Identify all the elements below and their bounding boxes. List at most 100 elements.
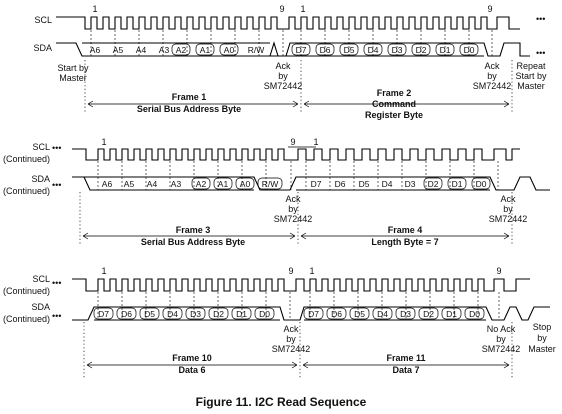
bit-cell: D5	[354, 309, 365, 319]
bit-cell-box	[395, 307, 416, 320]
frame-arrow-3	[82, 232, 296, 240]
bit-cell-box	[471, 177, 491, 190]
bit-cell-box	[423, 177, 443, 190]
scl-waveform	[56, 16, 520, 30]
frame-11-title: Frame 11	[386, 353, 425, 363]
bit-cell: A1	[200, 45, 211, 55]
clock-number-1-second: 1	[309, 266, 314, 276]
clock-number-9: 9	[288, 266, 293, 276]
note-ack1-line3: SM72442	[274, 214, 313, 224]
bit-cell: A2	[196, 179, 207, 189]
bit-cell: D3	[405, 179, 416, 189]
frame-3-title: Frame 3	[176, 225, 211, 235]
frame-guide	[84, 60, 513, 112]
bit-cell: D4	[377, 309, 388, 319]
bit-cell-box	[185, 307, 206, 320]
bit-cell: D6	[335, 179, 346, 189]
bit-cell: D5	[359, 179, 370, 189]
note-ack1-line3: SM72442	[272, 344, 311, 354]
bit-cell-box	[171, 43, 191, 56]
bit-cell: A6	[102, 179, 113, 189]
bit-cell: A0	[224, 45, 235, 55]
note-ack1-line2: by	[288, 204, 298, 214]
bit-cell-box	[219, 43, 239, 56]
bit-cell: A4	[136, 45, 147, 55]
bit-cell: A1	[218, 179, 229, 189]
bit-cell: A4	[147, 179, 158, 189]
bit-cell: R/W	[248, 45, 265, 55]
scl-ellipsis: •••	[52, 278, 61, 288]
bit-cell-box	[257, 177, 283, 190]
note-ack2-line2: by	[503, 204, 513, 214]
panel-1: SCL SDA 1 9 1 9 ••• ••• A6 A5 A4 A3 A2 A…	[33, 4, 547, 120]
bit-cell-box	[447, 177, 467, 190]
note-noack-line3: SM72442	[482, 344, 521, 354]
bit-cell-box	[372, 307, 393, 320]
panel-2: SCL (Continued) SDA (Continued) ••• ••• …	[3, 137, 550, 247]
frame-3-subtitle: Serial Bus Address Byte	[141, 237, 245, 247]
scl-ellipsis: •••	[52, 143, 61, 153]
sda-ellipsis: •••	[52, 180, 61, 190]
bit-cell-box	[195, 43, 215, 56]
clock-number-9: 9	[279, 4, 284, 14]
frame-arrow-1	[87, 100, 299, 108]
note-start-line2: Master	[59, 73, 87, 83]
frame-2-title: Frame 2	[377, 88, 412, 98]
frame-4-title: Frame 4	[388, 225, 423, 235]
scl-continued: (Continued)	[3, 286, 50, 296]
note-repeat-line1: Repeat	[516, 61, 546, 71]
bit-cell: D1	[446, 309, 457, 319]
bit-cell: D2	[428, 179, 439, 189]
bit-cell: D0	[476, 179, 487, 189]
sda-label: SDA	[31, 302, 50, 312]
bit-cell: A5	[124, 179, 135, 189]
clock-guides	[90, 30, 493, 56]
frame-arrow-2	[303, 100, 510, 108]
note-noack-line1: No Ack	[487, 324, 516, 334]
bit-cell: D0	[469, 309, 480, 319]
bit-cell: D7	[98, 309, 109, 319]
bit-cell: D1	[452, 179, 463, 189]
sda-byte-a: A6 A5 A4 A3 A2 A1 A0 R/W	[90, 43, 265, 56]
bit-cell-box	[162, 307, 183, 320]
bit-cell: A5	[113, 45, 124, 55]
bit-cell-box	[303, 307, 324, 320]
bit-cell-box	[191, 177, 211, 190]
scl-label: SCL	[32, 142, 50, 152]
note-noack-line2: by	[496, 334, 506, 344]
clock-number-9: 9	[290, 137, 295, 147]
note-ack2-line3: SM72442	[489, 214, 528, 224]
frame-10-subtitle: Data 6	[178, 365, 205, 375]
sda-byte-b: D7 D6 D5 D4 D3 D2 D1 D0	[311, 177, 491, 190]
clock-number-1: 1	[101, 137, 106, 147]
clock-number-1: 1	[101, 266, 106, 276]
bit-cell: D0	[259, 309, 270, 319]
note-ack1-line1: Ack	[283, 324, 299, 334]
frame-arrow-11	[302, 361, 510, 369]
frame-1-subtitle: Serial Bus Address Byte	[137, 104, 241, 114]
bit-cell: D3	[190, 309, 201, 319]
frame-arrow-10	[86, 361, 298, 369]
note-start-line1: Start by	[57, 63, 89, 73]
sda-continued: (Continued)	[3, 314, 50, 324]
sda-ellipsis: •••	[536, 48, 545, 58]
frame-2-line3: Register Byte	[365, 110, 423, 120]
bit-cell-box	[93, 307, 114, 320]
bit-cell-box	[326, 307, 347, 320]
sda-byte-a: A6 A5 A4 A3 A2 A1 A0 R/W	[102, 177, 283, 190]
bit-cell-box	[208, 307, 229, 320]
note-repeat-line2: Start by	[515, 71, 547, 81]
bit-cell-box	[139, 307, 160, 320]
sda-label: SDA	[31, 174, 50, 184]
frame-4-subtitle: Length Byte = 7	[371, 237, 438, 247]
bit-cell: D5	[144, 309, 155, 319]
frame-1-title: Frame 1	[172, 92, 207, 102]
sda-continued: (Continued)	[3, 186, 50, 196]
scl-label: SCL	[34, 15, 52, 25]
bit-cell: D6	[121, 309, 132, 319]
sda-ellipsis: •••	[52, 311, 61, 321]
bit-cell: A3	[159, 45, 170, 55]
clock-number-9-second: 9	[487, 4, 492, 14]
bit-cell: A0	[240, 179, 251, 189]
